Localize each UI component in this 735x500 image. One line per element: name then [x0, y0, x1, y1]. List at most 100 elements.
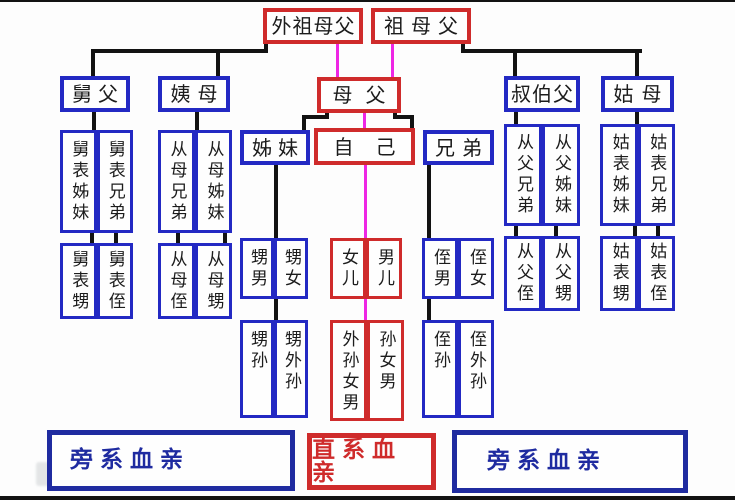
node-zumufu: 祖母父 [371, 8, 471, 44]
pair-shengsun-label-1: 甥外孙 [281, 330, 302, 393]
pair-zhi-label-1: 侄女 [466, 247, 487, 290]
connector-black-14 [90, 231, 94, 244]
pair-children-col-0: 女儿 [330, 238, 366, 299]
pair-grandchildren-label-0: 外孙女男 [338, 330, 359, 414]
connector-black-16 [176, 231, 180, 244]
legend-direct-label: 直系血亲 [312, 436, 402, 486]
node-zumufu-label: 祖母父 [384, 14, 465, 38]
pair-congmu-siblings-label-1: 从母姊妹 [203, 139, 224, 224]
pair-jiubiao-siblings-col-1: 舅表兄弟 [96, 130, 133, 233]
pair-congfu-nephews-col-1: 从父甥 [542, 236, 580, 311]
pair-sheng-label-1: 甥女 [281, 247, 302, 290]
connector-black-31 [427, 298, 431, 321]
pair-shengsun: 甥孙甥外孙 [240, 320, 308, 418]
pair-shengsun-col-0: 甥孙 [240, 320, 274, 418]
connector-black-4 [91, 49, 95, 76]
connector-black-1 [0, 496, 735, 500]
pair-zhisun-label-0: 侄孙 [430, 330, 451, 372]
connector-black-30 [274, 298, 278, 321]
connector-magenta-36 [364, 298, 367, 321]
pair-congmu-siblings: 从母兄弟从母姊妹 [158, 130, 232, 233]
node-shubofu: 叔伯父 [504, 76, 580, 112]
pair-congfu-siblings-label-1: 从父姊妹 [551, 133, 572, 217]
node-mufu: 母父 [317, 77, 401, 113]
pair-jiubiao-siblings-col-0: 舅表姊妹 [60, 130, 97, 233]
pair-gubiao-nephews-label-0: 姑表甥 [608, 242, 629, 305]
pair-gubiao-nephews-col-0: 姑表甥 [600, 236, 638, 311]
connector-black-11 [195, 112, 199, 130]
connector-magenta-35 [364, 164, 367, 239]
pair-congfu-siblings-col-1: 从父姊妹 [542, 124, 580, 226]
connector-magenta-34 [363, 112, 366, 129]
connector-black-5 [216, 49, 220, 76]
pair-zhi: 侄男侄女 [422, 238, 494, 299]
pair-congfu-nephews-label-1: 从父甥 [551, 242, 572, 305]
pair-jiubiao-nephews: 舅表甥舅表侄 [60, 243, 133, 319]
pair-gubiao-siblings: 姑表姊妹姑表兄弟 [600, 124, 675, 226]
node-ziji: 自己 [314, 128, 415, 165]
pair-sheng-label-0: 甥男 [247, 247, 268, 290]
pair-congfu-siblings-label-0: 从父兄弟 [513, 133, 534, 217]
pair-children: 女儿男儿 [330, 238, 402, 299]
pair-congfu-siblings-col-0: 从父兄弟 [504, 124, 542, 226]
pair-zhisun-col-1: 侄外孙 [458, 320, 494, 418]
pair-children-label-0: 女儿 [338, 247, 359, 290]
pair-zhi-col-0: 侄男 [422, 238, 458, 299]
pair-congmu-nephews: 从母侄从母甥 [158, 243, 232, 319]
pair-gubiao-nephews: 姑表甥姑表侄 [600, 236, 675, 311]
pair-congmu-nephews-label-0: 从母侄 [166, 249, 187, 313]
pair-congmu-siblings-label-0: 从母兄弟 [166, 139, 187, 224]
node-gumu: 姑母 [601, 76, 674, 112]
connector-black-17 [223, 231, 227, 244]
pair-jiubiao-nephews-col-1: 舅表侄 [96, 243, 133, 319]
pair-grandchildren-col-1: 孙女男 [367, 320, 404, 421]
pair-congmu-nephews-col-0: 从母侄 [158, 243, 195, 319]
pair-jiubiao-nephews-label-0: 舅表甥 [68, 249, 89, 313]
connector-magenta-33 [391, 43, 394, 78]
pair-jiubiao-siblings-label-0: 舅表姊妹 [68, 139, 89, 224]
legend-collateral-right-label: 旁系血亲 [487, 448, 607, 474]
node-gumu-label: 姑母 [613, 82, 670, 106]
connector-magenta-32 [336, 43, 339, 78]
connector-black-28 [274, 164, 278, 239]
node-zimei-label: 姊妹 [252, 135, 304, 160]
connector-black-9 [635, 49, 639, 76]
pair-congmu-nephews-col-1: 从母甥 [195, 243, 232, 319]
connector-black-23 [302, 115, 329, 119]
connector-black-3 [91, 49, 268, 53]
pair-congfu-nephews: 从父侄从父甥 [504, 236, 580, 311]
node-waizumufu-label: 外祖母父 [271, 14, 356, 38]
node-mufu-label: 母父 [332, 83, 399, 107]
pair-sheng-col-1: 甥女 [274, 238, 308, 299]
pair-congfu-nephews-col-0: 从父侄 [504, 236, 542, 311]
legend-collateral-left: 旁系血亲 [47, 430, 295, 491]
node-zimei: 姊妹 [240, 130, 310, 165]
connector-black-27 [410, 115, 414, 132]
connector-black-20 [633, 224, 637, 237]
connector-black-26 [393, 115, 414, 119]
pair-zhisun-label-1: 侄外孙 [466, 330, 487, 393]
pair-jiubiao-siblings: 舅表姊妹舅表兄弟 [60, 130, 133, 233]
connector-black-8 [513, 49, 517, 76]
connector-black-13 [635, 112, 639, 124]
pair-zhisun-col-0: 侄孙 [422, 320, 458, 418]
pair-shengsun-col-1: 甥外孙 [274, 320, 308, 418]
connector-black-12 [514, 112, 518, 124]
pair-gubiao-siblings-label-1: 姑表兄弟 [646, 133, 667, 217]
pair-congfu-siblings: 从父兄弟从父姊妹 [504, 124, 580, 226]
legend-direct: 直系血亲 [307, 433, 436, 490]
node-xiongdi-label: 兄弟 [435, 135, 489, 160]
connector-black-29 [427, 164, 431, 239]
pair-congmu-nephews-label-1: 从母甥 [203, 249, 224, 313]
connector-black-19 [554, 224, 558, 237]
pair-grandchildren-col-0: 外孙女男 [330, 320, 367, 421]
pair-jiubiao-nephews-col-0: 舅表甥 [60, 243, 97, 319]
legend-collateral-left-label: 旁系血亲 [70, 447, 190, 473]
node-yimu: 姨母 [158, 76, 230, 112]
pair-sheng: 甥男甥女 [240, 238, 308, 299]
legend-collateral-right: 旁系血亲 [452, 430, 688, 493]
pair-gubiao-siblings-col-1: 姑表兄弟 [637, 124, 675, 226]
connector-black-10 [92, 112, 96, 130]
pair-grandchildren-label-1: 孙女男 [375, 330, 396, 393]
